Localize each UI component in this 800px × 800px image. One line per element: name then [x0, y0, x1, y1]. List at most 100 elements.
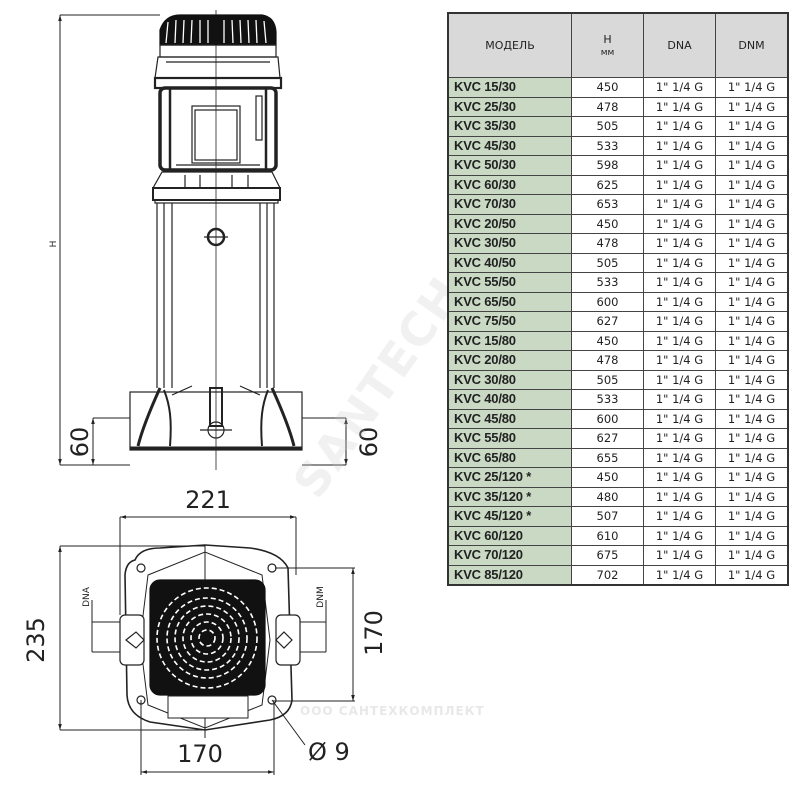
table-header-row: МОДЕЛЬ H мм DNA DNM	[447, 12, 789, 78]
dna-cell: 1" 1/4 G	[643, 252, 716, 273]
dnm-cell: 1" 1/4 G	[715, 369, 789, 390]
base-height-dimension-left	[91, 417, 130, 465]
model-cell: KVC 35/30	[447, 116, 572, 137]
depth-label: 235	[22, 617, 50, 663]
h-cell: 598	[571, 155, 644, 176]
dnm-cell: 1" 1/4 G	[715, 77, 789, 98]
h-cell: 450	[571, 77, 644, 98]
header-model: МОДЕЛЬ	[447, 12, 572, 78]
dna-cell: 1" 1/4 G	[643, 213, 716, 234]
model-cell: KVC 75/50	[447, 311, 572, 332]
model-cell: KVC 60/120	[447, 525, 572, 546]
dnm-cell: 1" 1/4 G	[715, 252, 789, 273]
depth-dimension	[58, 545, 205, 731]
bolt-spacing-vertical-dimension	[275, 567, 355, 702]
dnm-cell: 1" 1/4 G	[715, 213, 789, 234]
dnm-cell: 1" 1/4 G	[715, 486, 789, 507]
base-height-dimension-right	[302, 417, 348, 466]
outlet-dimension	[300, 600, 327, 653]
motor-fan-cover	[159, 14, 277, 46]
header-h-unit: мм	[600, 48, 615, 58]
h-cell: 450	[571, 330, 644, 351]
pump-base	[129, 385, 303, 451]
model-cell: KVC 45/30	[447, 135, 572, 156]
h-cell: 505	[571, 252, 644, 273]
dna-cell: 1" 1/4 G	[643, 77, 716, 98]
h-cell: 505	[571, 116, 644, 137]
fan-grille	[156, 587, 258, 689]
dna-cell: 1" 1/4 G	[643, 291, 716, 312]
dna-cell: 1" 1/4 G	[643, 428, 716, 449]
h-cell: 533	[571, 272, 644, 293]
model-cell: KVC 70/30	[447, 194, 572, 215]
h-cell: 450	[571, 213, 644, 234]
model-cell: KVC 20/50	[447, 213, 572, 234]
h-cell: 655	[571, 447, 644, 468]
dnm-cell: 1" 1/4 G	[715, 525, 789, 546]
motor-shroud	[153, 44, 283, 90]
dnm-cell: 1" 1/4 G	[715, 194, 789, 215]
dna-cell: 1" 1/4 G	[643, 389, 716, 410]
model-cell: KVC 30/50	[447, 233, 572, 254]
inlet-label: DNA	[82, 586, 92, 607]
dnm-cell: 1" 1/4 G	[715, 428, 789, 449]
model-cell: KVC 65/80	[447, 447, 572, 468]
width-dimension	[119, 515, 297, 615]
bolt-spacing-horizontal-dimension	[140, 700, 275, 775]
dna-cell: 1" 1/4 G	[643, 564, 716, 586]
dnm-cell: 1" 1/4 G	[715, 350, 789, 371]
dnm-cell: 1" 1/4 G	[715, 389, 789, 410]
dnm-cell: 1" 1/4 G	[715, 545, 789, 566]
dna-cell: 1" 1/4 G	[643, 194, 716, 215]
h-cell: 610	[571, 525, 644, 546]
base-outline	[124, 544, 293, 731]
model-cell: KVC 70/120	[447, 545, 572, 566]
h-cell: 533	[571, 135, 644, 156]
header-h-label: H	[603, 33, 612, 46]
dna-cell: 1" 1/4 G	[643, 155, 716, 176]
model-cell: KVC 60/30	[447, 174, 572, 195]
h-cell: 702	[571, 564, 644, 586]
dnm-cell: 1" 1/4 G	[715, 506, 789, 527]
dna-cell: 1" 1/4 G	[643, 96, 716, 117]
header-dnm: DNM	[715, 12, 789, 78]
h-cell: 480	[571, 486, 644, 507]
model-cell: KVC 40/50	[447, 252, 572, 273]
motor-flange	[151, 171, 281, 204]
dna-cell: 1" 1/4 G	[643, 369, 716, 390]
dnm-cell: 1" 1/4 G	[715, 174, 789, 195]
model-cell: KVC 15/80	[447, 330, 572, 351]
model-cell: KVC 55/50	[447, 272, 572, 293]
h-cell: 625	[571, 174, 644, 195]
width-label: 221	[185, 486, 231, 514]
model-cell: KVC 45/120 *	[447, 506, 572, 527]
dna-cell: 1" 1/4 G	[643, 135, 716, 156]
h-cell: 533	[571, 389, 644, 410]
model-cell: KVC 20/80	[447, 350, 572, 371]
dnm-cell: 1" 1/4 G	[715, 467, 789, 488]
model-cell: KVC 85/120	[447, 564, 572, 586]
height-dimension	[58, 14, 160, 466]
model-cell: KVC 40/80	[447, 389, 572, 410]
dna-cell: 1" 1/4 G	[643, 408, 716, 429]
dna-cell: 1" 1/4 G	[643, 233, 716, 254]
dnm-cell: 1" 1/4 G	[715, 291, 789, 312]
pump-dimension-drawing: H 60 60	[22, 10, 388, 775]
side-view	[58, 10, 348, 470]
pump-column	[156, 203, 275, 388]
dnm-cell: 1" 1/4 G	[715, 330, 789, 351]
outlet-label: DNM	[316, 586, 326, 607]
